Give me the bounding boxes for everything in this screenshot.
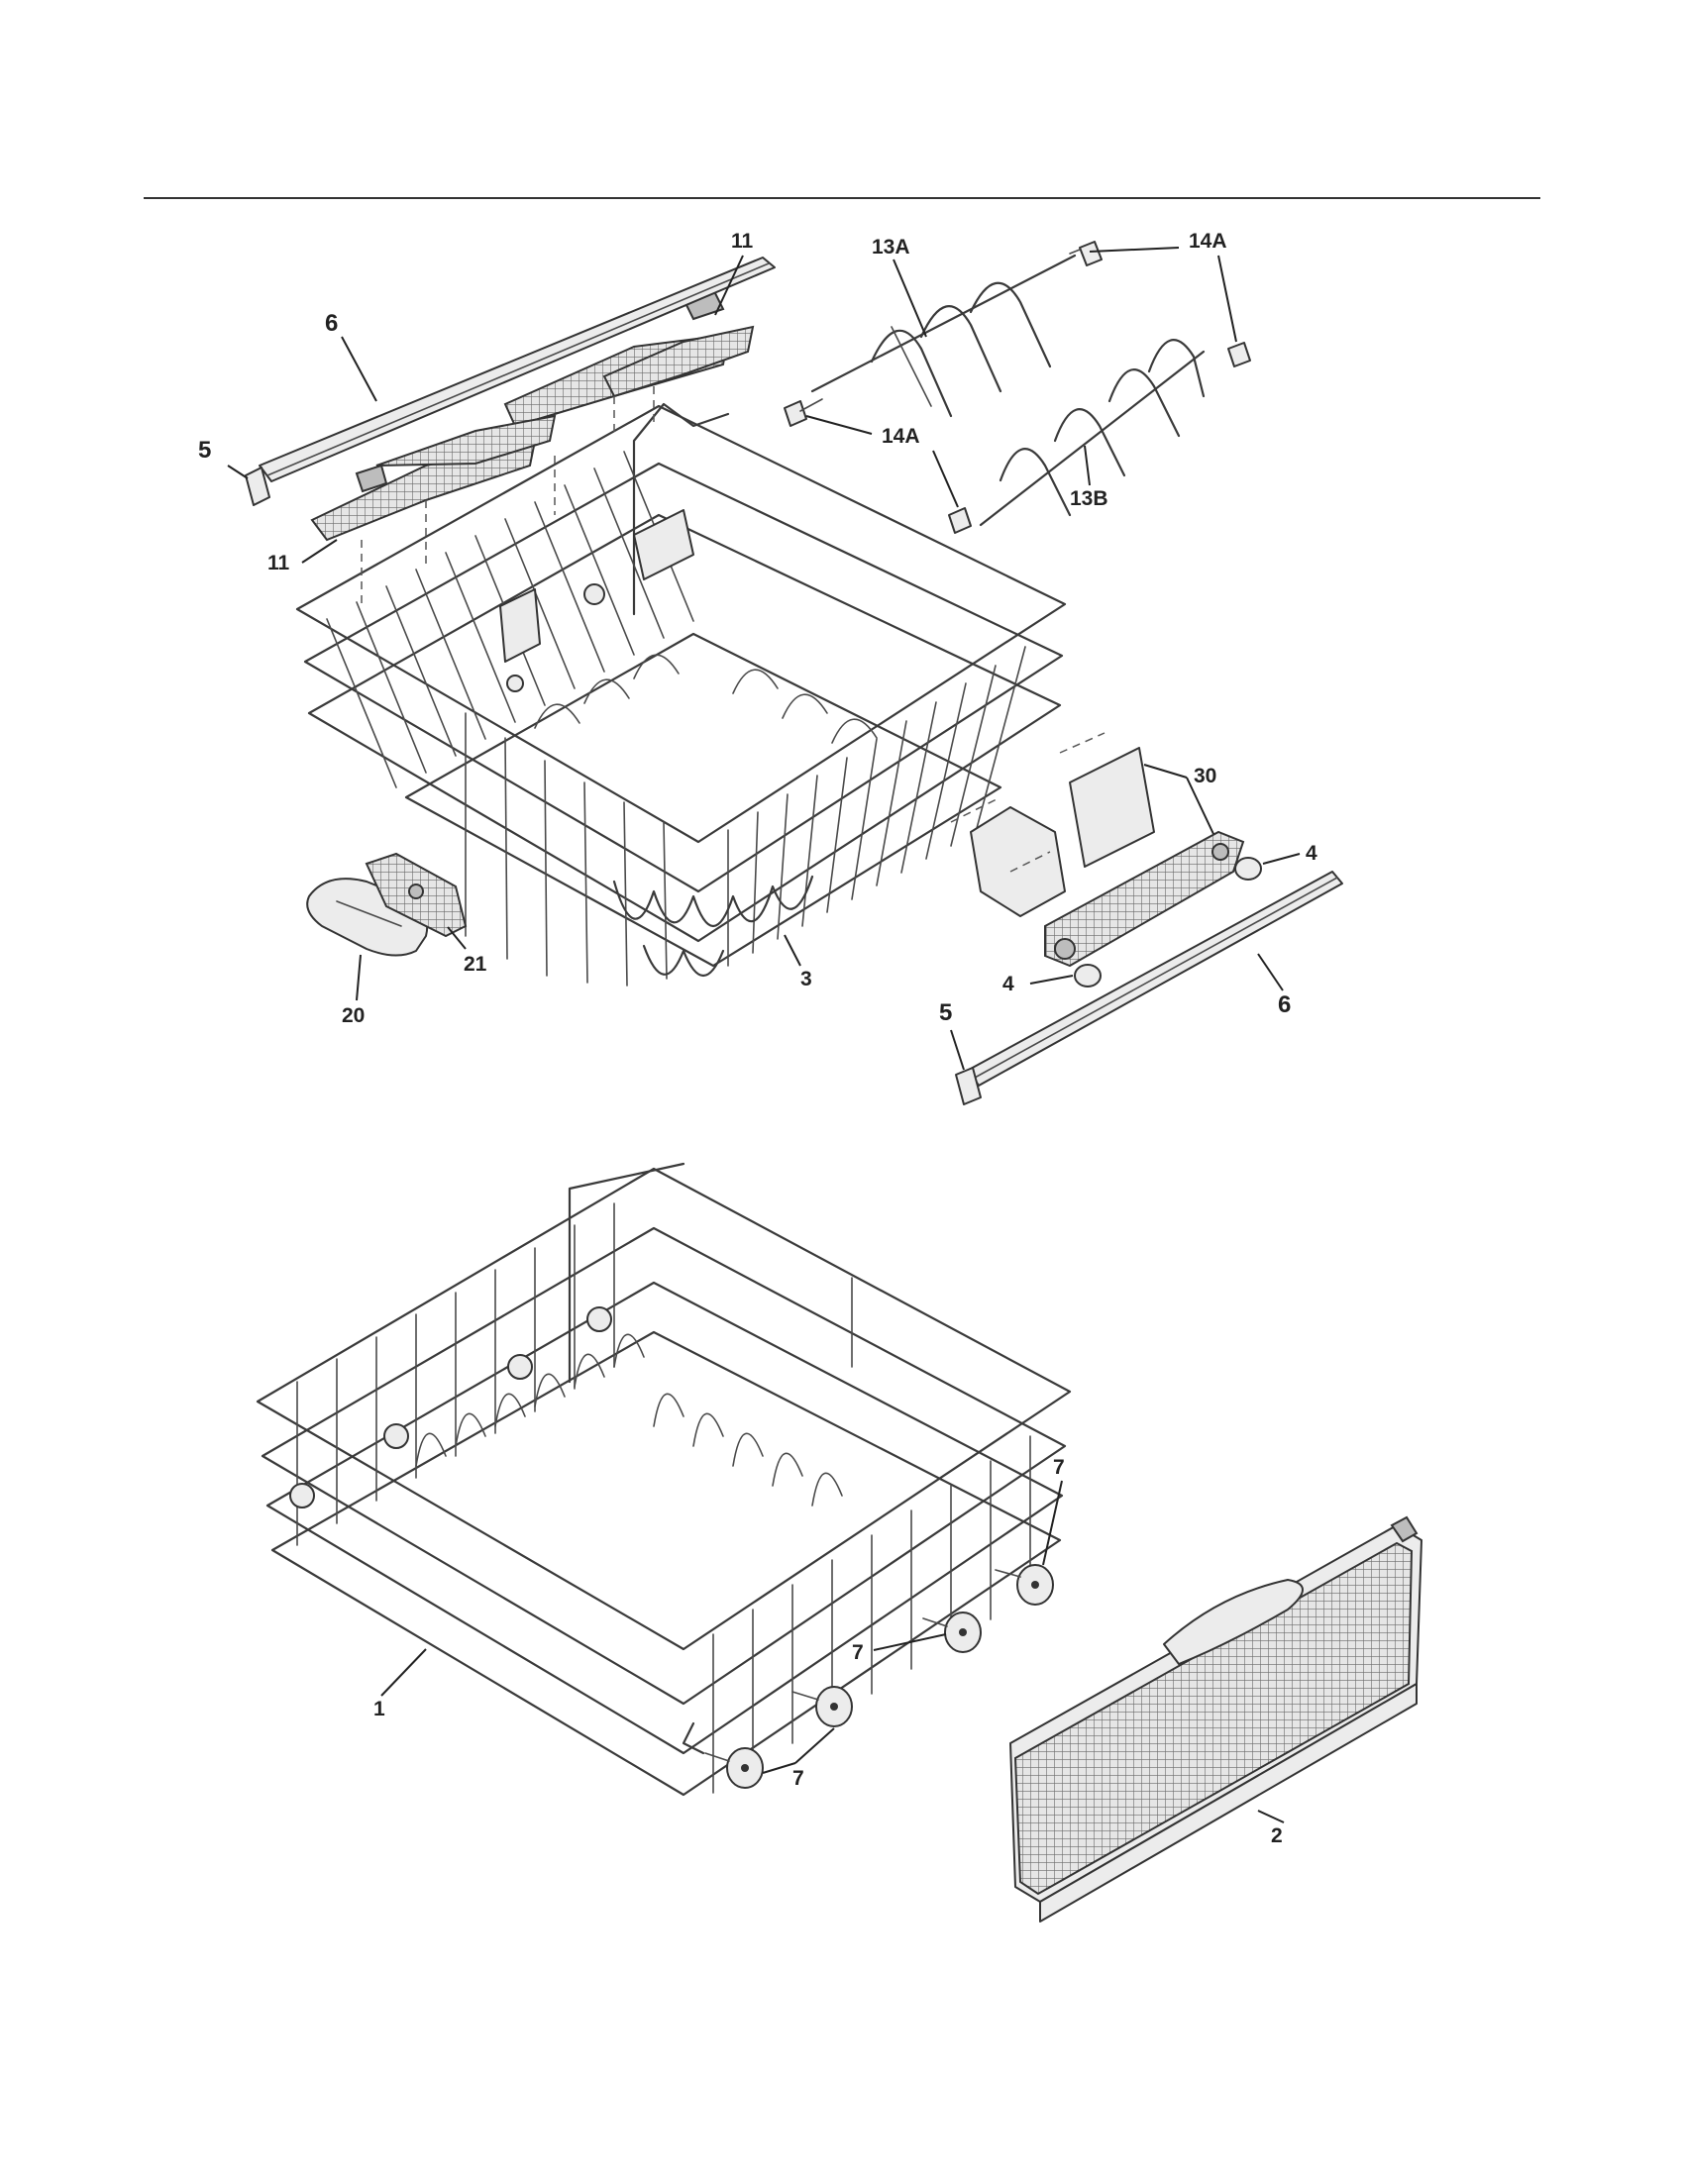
- callout-13b: 13B: [1070, 487, 1108, 510]
- callout-13a: 13A: [872, 236, 910, 259]
- callout-labels: 11 6 5 11 13A 14A 14A 13B 30 4 4 6 5 3 2…: [198, 230, 1317, 1847]
- roller-4: [1074, 857, 1262, 988]
- rack-rail-top: [259, 257, 776, 482]
- rack-wheel-7: [682, 1564, 1054, 1789]
- callout-30: 30: [1194, 765, 1216, 787]
- callout-4-left: 4: [1002, 973, 1014, 995]
- callout-7-c: 7: [792, 1767, 804, 1790]
- pivot-clip-14a: [784, 241, 1251, 534]
- callout-5-top: 5: [198, 437, 211, 464]
- callout-20: 20: [342, 1004, 365, 1027]
- fold-tine-13b: [979, 339, 1206, 527]
- callout-21: 21: [464, 953, 487, 976]
- callout-3: 3: [800, 968, 812, 990]
- callout-6-bottom: 6: [1278, 991, 1291, 1018]
- callout-14a-top: 14A: [1189, 230, 1227, 253]
- callout-5-bottom: 5: [939, 999, 952, 1026]
- leader-lines: [227, 247, 1301, 1823]
- callout-2: 2: [1271, 1824, 1283, 1847]
- clip-alignment-lines: [361, 386, 655, 609]
- fold-tine-13a: [810, 254, 1077, 418]
- handle-bracket-21: [365, 852, 468, 938]
- end-cap-top: [245, 467, 270, 506]
- lower-rack: [256, 1162, 1072, 1797]
- callout-14a-mid: 14A: [882, 425, 920, 448]
- shelf-clip-left: [310, 414, 557, 542]
- end-cap-bottom: [955, 1067, 982, 1105]
- callout-4-right: 4: [1306, 842, 1317, 865]
- adjuster-alignment-lines: [950, 732, 1105, 873]
- callout-7-a: 7: [1053, 1456, 1065, 1479]
- callout-7-b: 7: [852, 1641, 864, 1664]
- rack-adjuster-30: [970, 747, 1245, 968]
- callout-11-top: 11: [731, 230, 754, 253]
- callout-6-top: 6: [325, 310, 338, 337]
- callout-11-left: 11: [267, 552, 290, 574]
- callout-1: 1: [373, 1698, 385, 1720]
- upper-rack: [295, 402, 1067, 987]
- silverware-basket: [1009, 1515, 1422, 1923]
